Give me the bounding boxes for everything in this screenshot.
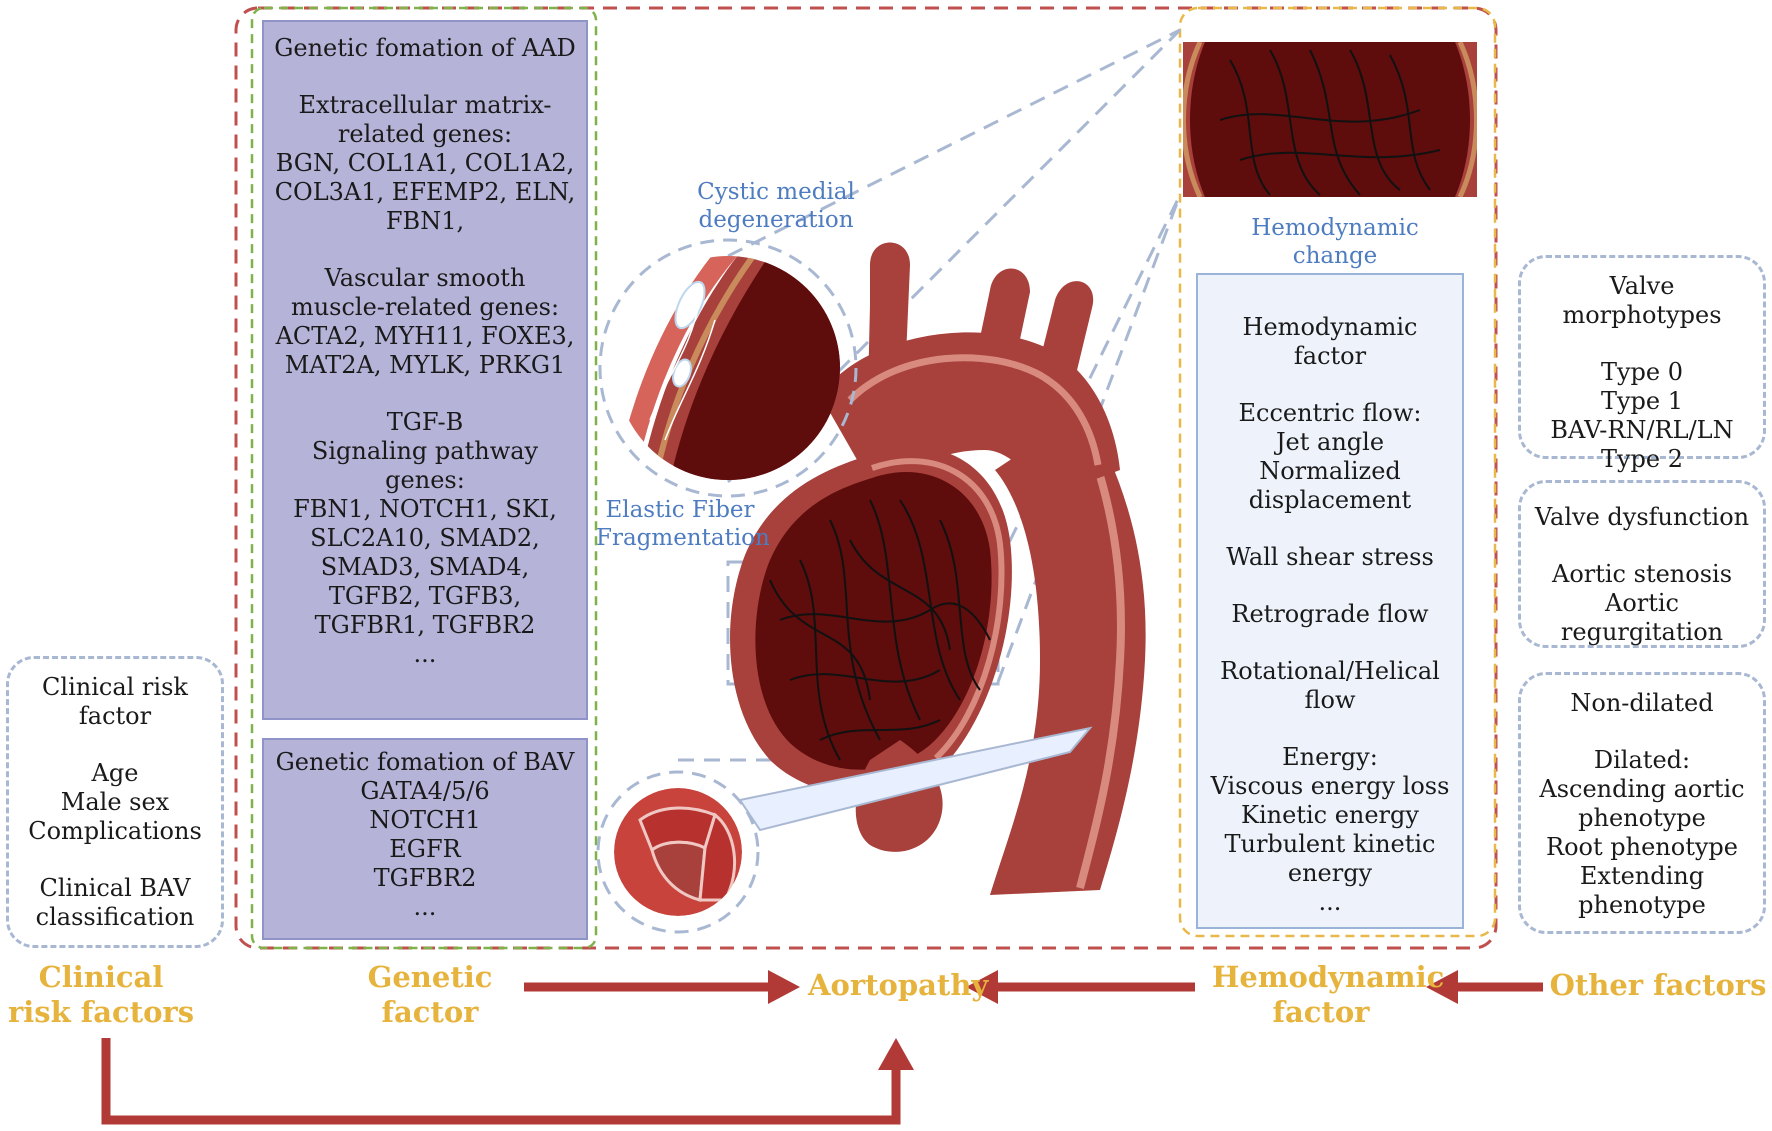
aorta-illustration bbox=[730, 242, 1146, 895]
dysfunction-item: Aortic regurgitation bbox=[1560, 589, 1724, 646]
genetic-bav-gene: GATA4/5/6 bbox=[360, 777, 490, 805]
dysfunction-item: Aortic stenosis bbox=[1551, 560, 1733, 588]
genetic-bav-gene: NOTCH1 bbox=[369, 806, 481, 834]
tgf-subheader: Signaling pathway genes: bbox=[311, 437, 539, 494]
energy-item: Viscous energy loss bbox=[1210, 772, 1450, 800]
ecm-header: Extracellular matrix-related genes: bbox=[298, 91, 552, 148]
aortopathy-frame bbox=[234, 6, 1498, 950]
energy-item: Kinetic energy bbox=[1241, 801, 1419, 829]
eccentric-header: Eccentric flow: bbox=[1238, 399, 1422, 427]
valve-dysfunction-title: Valve dysfunction bbox=[1534, 503, 1750, 531]
category-genetic: Genetic factor bbox=[367, 960, 493, 1029]
eccentric-item: Jet angle bbox=[1275, 428, 1385, 456]
arrowhead-right bbox=[768, 970, 800, 1004]
dilated-header: Dilated: bbox=[1593, 746, 1691, 774]
hemodynamic-title: Hemodynamic factor bbox=[1242, 313, 1418, 370]
arrowhead-left bbox=[966, 970, 998, 1004]
hemodynamic-vessel-illustration bbox=[1183, 42, 1477, 197]
aortic-valve-icon bbox=[614, 788, 742, 916]
clinical-item: Age bbox=[91, 759, 139, 787]
dilation-item: Extending phenotype bbox=[1578, 862, 1706, 919]
genetic-aad-ellipsis: ... bbox=[413, 640, 437, 668]
vsm-header: Vascular smooth muscle-related genes: bbox=[290, 264, 560, 321]
category-clinical: Clinical risk factors bbox=[7, 960, 195, 1029]
clinical-item: Male sex bbox=[60, 788, 170, 816]
hemodynamic-ellipsis: ... bbox=[1318, 888, 1342, 916]
morphotype-item: BAV-RN/RL/LN bbox=[1550, 416, 1734, 444]
arrowhead-up bbox=[878, 1038, 914, 1070]
energy-header: Energy: bbox=[1282, 743, 1378, 771]
genetic-bav-ellipsis: ... bbox=[413, 893, 437, 921]
non-dilated: Non-dilated bbox=[1570, 689, 1714, 717]
arrowhead-left-2 bbox=[1426, 970, 1458, 1004]
eccentric-item: Normalized displacement bbox=[1248, 457, 1412, 514]
wall-shear: Wall shear stress bbox=[1226, 543, 1434, 571]
vsm-genes: ACTA2, MYH11, FOXE3, MAT2A, MYLK, PRKG1 bbox=[275, 322, 575, 379]
morphotype-item: Type 1 bbox=[1600, 387, 1684, 415]
cystic-zoom-ring bbox=[598, 238, 858, 498]
arrow-clinical-to-aortopathy bbox=[101, 1038, 901, 1125]
tgf-genes: FBN1, NOTCH1, SKI, SLC2A10, SMAD2, SMAD3… bbox=[293, 495, 557, 639]
dilation-item: Root phenotype bbox=[1546, 833, 1738, 861]
valve-zoom-ring bbox=[596, 770, 760, 934]
energy-item: Turbulent kinetic energy bbox=[1224, 830, 1436, 887]
elastic-label: Elastic Fiber Fragmentation bbox=[596, 497, 770, 551]
clinical-classification: Clinical BAV classification bbox=[35, 874, 195, 931]
hemodynamic-change-label: Hemodynamic change bbox=[1251, 215, 1419, 269]
valve-morphotypes-title: Valve morphotypes bbox=[1562, 272, 1722, 329]
genetic-bav-gene: TGFBR2 bbox=[373, 864, 477, 892]
tgf-header: TGF-B bbox=[386, 408, 464, 436]
genetic-frame bbox=[250, 6, 598, 950]
arrow-heads bbox=[768, 970, 1458, 1070]
dilation-box: Non-dilated Dilated: Ascending aortic ph… bbox=[1518, 672, 1766, 934]
hemodynamic-frame bbox=[1178, 6, 1497, 938]
hemodynamic-factor-box: Hemodynamic factor Eccentric flow: Jet a… bbox=[1196, 273, 1464, 929]
valve-morphotypes-box: Valve morphotypes Type 0 Type 1 BAV-RN/R… bbox=[1518, 255, 1766, 473]
category-other: Other factors bbox=[1549, 968, 1767, 1002]
cystic-label: Cystic medial degeneration bbox=[697, 179, 855, 233]
clinical-item: Complications bbox=[28, 817, 202, 845]
valve-dysfunction-box: Valve dysfunction Aortic stenosis Aortic… bbox=[1518, 480, 1766, 648]
clinical-risk-box: Clinical risk factor Age Male sex Compli… bbox=[6, 656, 224, 948]
genetic-bav-gene: EGFR bbox=[389, 835, 461, 863]
genetic-bav-box: Genetic fomation of BAV GATA4/5/6 NOTCH1… bbox=[262, 738, 588, 940]
elastic-fiber-lines bbox=[769, 499, 991, 761]
morphotype-item: Type 0 bbox=[1600, 358, 1684, 386]
ecm-genes: BGN, COL1A1, COL1A2, COL3A1, EFEMP2, ELN… bbox=[274, 149, 576, 235]
rotational-flow: Rotational/Helical flow bbox=[1220, 657, 1440, 714]
dilation-item: Ascending aortic phenotype bbox=[1539, 775, 1745, 832]
category-aortopathy: Aortopathy bbox=[808, 968, 989, 1002]
clinical-title: Clinical risk factor bbox=[42, 673, 188, 730]
morphotype-item: Type 2 bbox=[1600, 445, 1684, 473]
genetic-bav-title: Genetic fomation of BAV bbox=[275, 748, 575, 776]
genetic-aad-title: Genetic fomation of AAD bbox=[274, 34, 576, 62]
genetic-aad-box: Genetic fomation of AAD Extracellular ma… bbox=[262, 20, 588, 720]
flow-arrows bbox=[101, 982, 1543, 1125]
retrograde-flow: Retrograde flow bbox=[1231, 600, 1429, 628]
category-hemodynamic: Hemodynamic factor bbox=[1212, 960, 1445, 1029]
vessel-wall-cross-section bbox=[616, 256, 840, 480]
